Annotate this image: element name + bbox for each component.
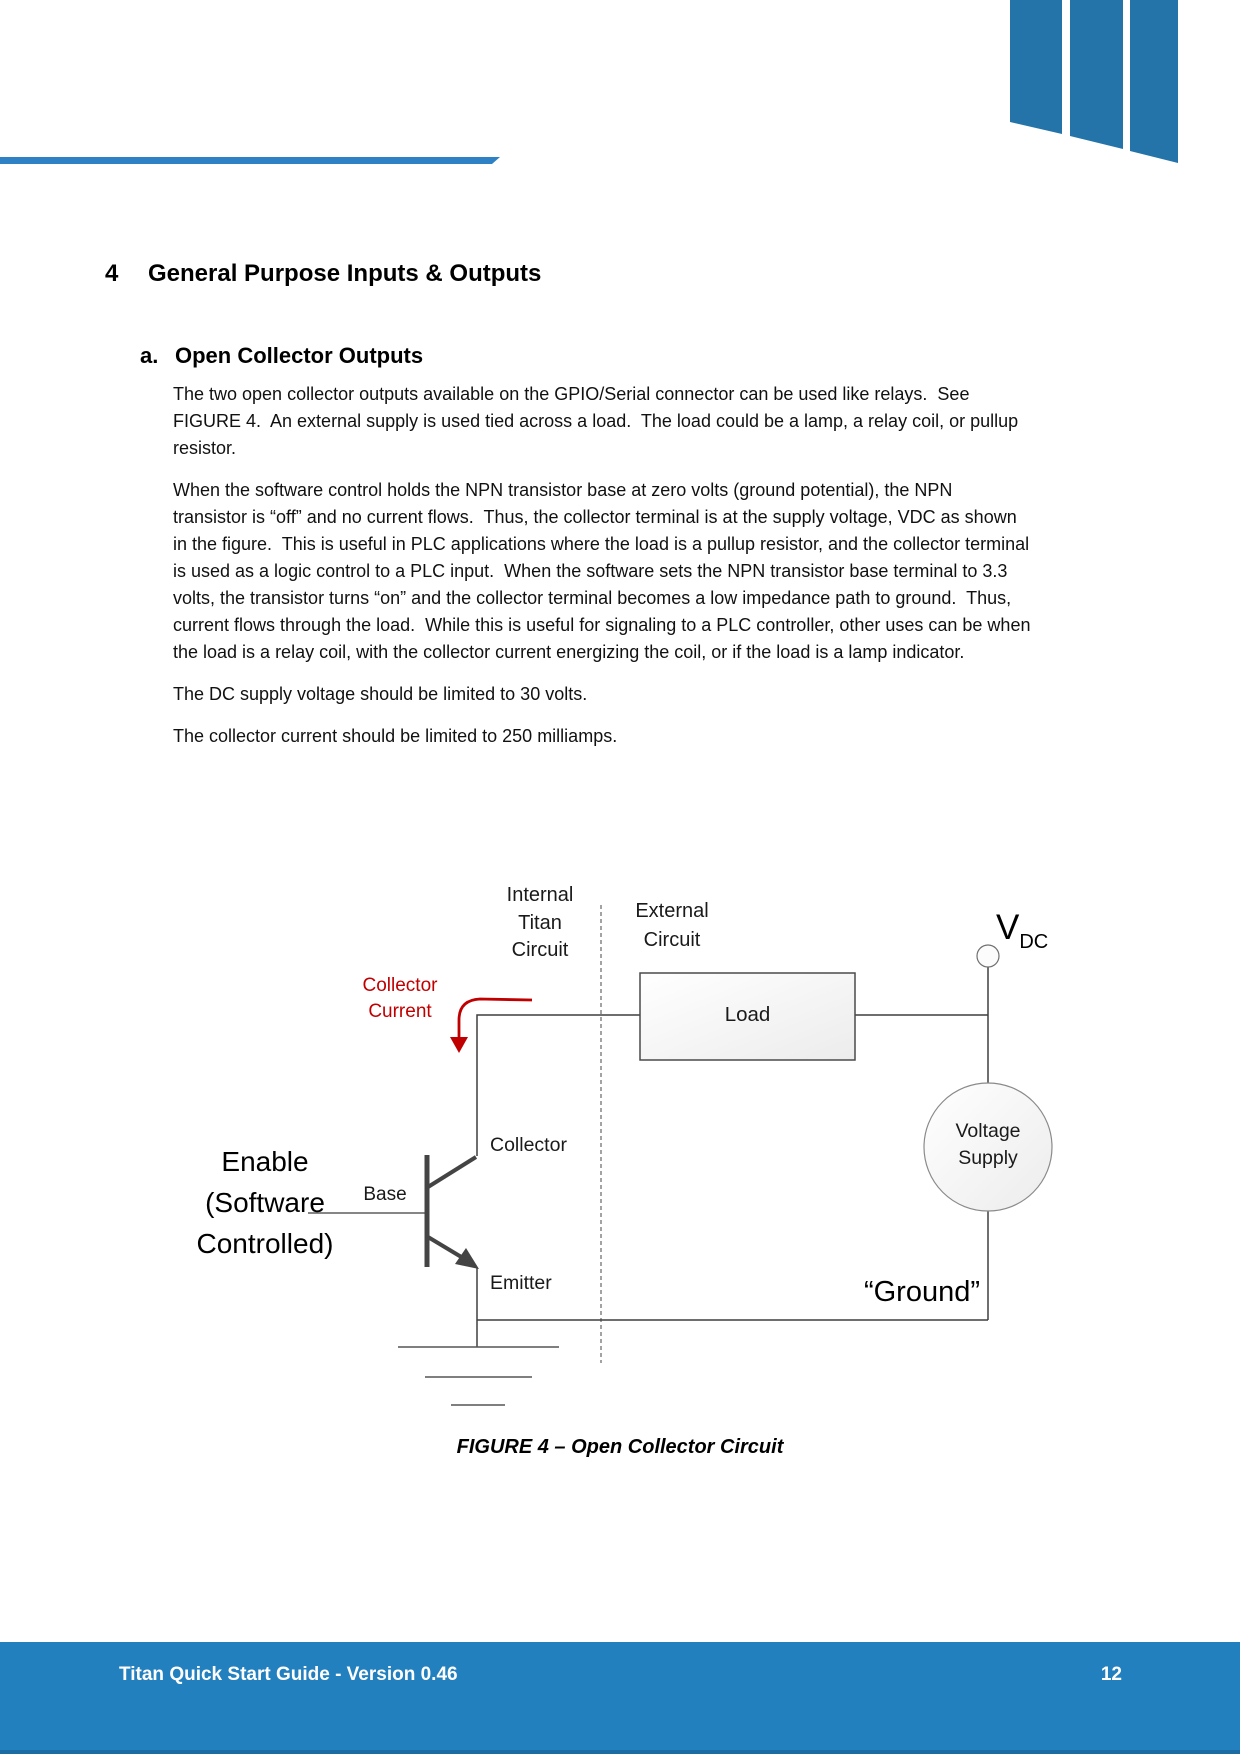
npn-transistor	[424, 1155, 478, 1267]
vdc-symbol: V	[996, 908, 1020, 947]
ground-symbol-icon	[398, 1346, 559, 1406]
enable-software-controlled-label: Enable (Software Controlled)	[138, 1141, 392, 1264]
label-line: Supply	[958, 1147, 1018, 1169]
collector-current-label: Collector Current	[343, 973, 457, 1025]
paragraph-2: When the software control holds the NPN …	[173, 480, 1036, 662]
header-rule	[0, 157, 500, 164]
voltage-supply-label: Voltage Supply	[923, 1118, 1053, 1172]
collector-label: Collector	[490, 1134, 567, 1156]
footer-page-number: 12	[1100, 1664, 1122, 1685]
titan-three-bars-logo-icon	[1010, 0, 1178, 163]
circuit-wires	[308, 967, 989, 1347]
base-label: Base	[363, 1184, 407, 1205]
paragraph-3: The DC supply voltage should be limited …	[173, 684, 588, 704]
logo-bar-3	[1130, 0, 1178, 163]
label-line: Collector	[362, 975, 438, 996]
vdc-label: VDC	[996, 908, 1048, 953]
footer-bottom-strip	[0, 1750, 1240, 1754]
figure-caption: FIGURE 4 – Open Collector Circuit	[456, 1436, 784, 1458]
label-line: External	[635, 900, 709, 922]
collector-current-arrow	[457, 997, 533, 1041]
label-line: Current	[368, 1001, 432, 1022]
voltage-supply-circle	[923, 1082, 1053, 1212]
label-line: Enable	[221, 1146, 309, 1177]
footer-bar: Titan Quick Start Guide - Version 0.46 1…	[0, 1642, 1240, 1754]
logo-bar-2	[1070, 0, 1123, 149]
section-title: General Purpose Inputs & Outputs	[148, 260, 542, 287]
transistor-collector-lead	[426, 1155, 478, 1189]
logo-bar-1	[1010, 0, 1062, 134]
label-line: Internal	[506, 884, 574, 906]
vdc-terminal	[976, 944, 1000, 968]
collector-wire	[476, 1014, 640, 1156]
label-line: Circuit	[511, 939, 569, 961]
label-line: Controlled)	[196, 1228, 334, 1259]
ground-label: “Ground”	[863, 1276, 980, 1308]
label-line: Voltage	[955, 1120, 1021, 1142]
body-text-column: The two open collector outputs available…	[173, 381, 1031, 765]
paragraph-1: The two open collector outputs available…	[173, 384, 1024, 458]
subsection-title: Open Collector Outputs	[175, 343, 424, 368]
footer-title: Titan Quick Start Guide - Version 0.46	[119, 1664, 458, 1685]
internal-titan-circuit-label: Internal Titan Circuit	[478, 882, 602, 965]
transistor-emitter-lead	[426, 1235, 465, 1260]
load-label: Load	[724, 1003, 771, 1026]
section-heading: 4 General Purpose Inputs & Outputs	[105, 260, 541, 288]
vdc-subscript: DC	[1019, 931, 1049, 953]
external-circuit-label: External Circuit	[610, 897, 734, 955]
collector-current-arrowhead-icon	[450, 1037, 468, 1053]
paragraph-4: The collector current should be limited …	[173, 726, 618, 746]
label-line: (Software	[205, 1187, 325, 1218]
emitter-arrowhead-icon	[455, 1248, 479, 1269]
section-number: 4	[105, 260, 119, 287]
label-line: Circuit	[643, 929, 701, 951]
label-line: Titan	[518, 911, 562, 934]
load-box	[639, 972, 856, 1061]
subsection-label: a.	[140, 343, 159, 368]
subsection-heading: a. Open Collector Outputs	[140, 343, 423, 369]
emitter-label: Emitter	[490, 1272, 552, 1294]
